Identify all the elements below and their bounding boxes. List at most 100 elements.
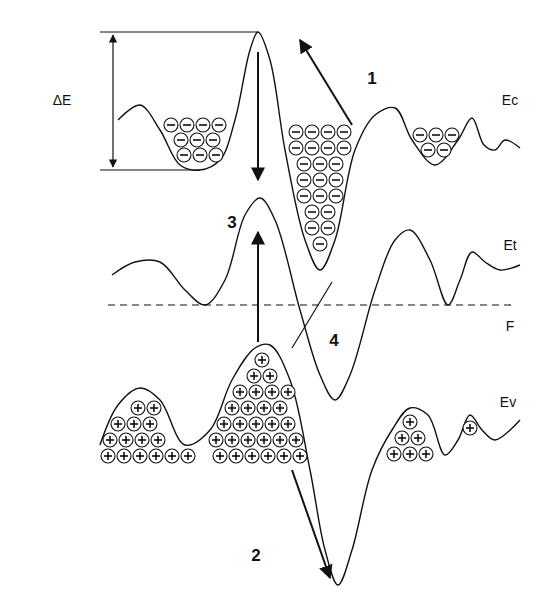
electron — [313, 189, 327, 203]
electron — [196, 118, 210, 132]
electron — [174, 133, 188, 147]
hole — [281, 385, 295, 399]
energy-level-line — [100, 169, 200, 170]
electron — [337, 125, 351, 139]
hole — [133, 449, 147, 463]
hole — [255, 353, 269, 367]
hole — [257, 433, 271, 447]
electron — [313, 157, 327, 171]
electron — [305, 125, 319, 139]
energy-level-line — [100, 31, 258, 32]
electron — [297, 157, 311, 171]
hole — [119, 433, 133, 447]
hole — [411, 431, 425, 445]
hole — [233, 417, 247, 431]
electron — [445, 128, 459, 142]
electron — [321, 205, 335, 219]
transition-arrow — [292, 470, 330, 578]
hole — [265, 417, 279, 431]
band-curves — [100, 32, 520, 585]
band-label: Ec — [500, 92, 520, 108]
hole — [131, 401, 145, 415]
hole — [147, 401, 161, 415]
transition-arrow — [257, 52, 259, 180]
hole — [217, 417, 231, 431]
band-label: Ev — [498, 394, 518, 410]
level-label: F — [504, 318, 517, 334]
electron — [429, 128, 443, 142]
electron — [212, 118, 226, 132]
electron — [321, 141, 335, 155]
hole — [233, 385, 247, 399]
hole — [249, 417, 263, 431]
hole — [273, 401, 287, 415]
hole — [149, 449, 163, 463]
hole — [261, 449, 275, 463]
hole — [387, 447, 401, 461]
electron — [209, 148, 223, 162]
electron — [193, 148, 207, 162]
hole — [225, 433, 239, 447]
hole — [225, 401, 239, 415]
hole — [111, 417, 125, 431]
callout-number: 4 — [327, 331, 340, 350]
hole — [241, 433, 255, 447]
electron — [329, 157, 343, 171]
hole — [151, 433, 165, 447]
electron — [313, 237, 327, 251]
hole — [247, 369, 261, 383]
band-label: Et — [501, 237, 518, 253]
hole — [419, 447, 433, 461]
hole — [117, 449, 131, 463]
electron — [421, 143, 435, 157]
electron — [337, 141, 351, 155]
hole — [293, 449, 307, 463]
hole — [277, 449, 291, 463]
electron — [313, 173, 327, 187]
hole — [181, 449, 195, 463]
electron — [177, 148, 191, 162]
hole — [101, 449, 115, 463]
electron — [289, 125, 303, 139]
electron — [305, 205, 319, 219]
hole — [257, 401, 271, 415]
electron — [180, 118, 194, 132]
electron — [329, 173, 343, 187]
electron — [437, 143, 451, 157]
band-edge-curve — [100, 344, 520, 585]
callout-number: 3 — [225, 213, 238, 232]
transition-arrow — [257, 232, 259, 342]
hole — [143, 417, 157, 431]
electron — [206, 133, 220, 147]
callout-number: 1 — [365, 69, 378, 88]
hole — [273, 433, 287, 447]
band-edge-curve — [112, 198, 520, 400]
hole — [135, 433, 149, 447]
electron — [297, 189, 311, 203]
hole — [263, 369, 277, 383]
electron — [289, 141, 303, 155]
hole — [209, 433, 223, 447]
hole — [127, 417, 141, 431]
delta-e-arrow — [112, 35, 113, 167]
electron — [321, 125, 335, 139]
electron — [164, 118, 178, 132]
energy-gap-label: ΔE — [51, 92, 74, 108]
band-edge-curve — [118, 32, 520, 270]
electron — [190, 133, 204, 147]
electron — [321, 221, 335, 235]
electron — [413, 128, 427, 142]
hole — [229, 449, 243, 463]
hole — [245, 449, 259, 463]
electron — [297, 173, 311, 187]
hole — [103, 433, 117, 447]
hole — [403, 415, 417, 429]
electron — [329, 189, 343, 203]
hole — [395, 431, 409, 445]
hole — [463, 421, 477, 435]
hole — [249, 385, 263, 399]
recombination-line — [292, 282, 332, 348]
hole — [213, 449, 227, 463]
callout-number: 2 — [249, 546, 262, 565]
